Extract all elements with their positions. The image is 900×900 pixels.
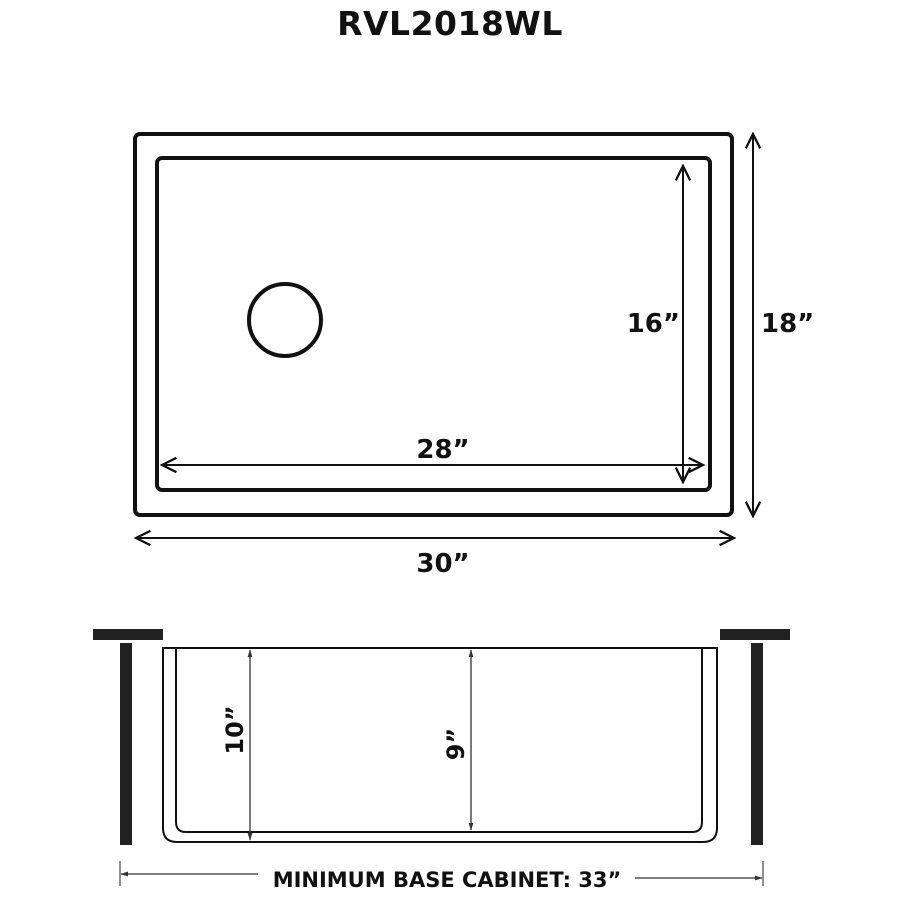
- outer-rim: [133, 132, 734, 517]
- model-title: RVL2018WL: [337, 4, 563, 43]
- top-view: 16” 18” 28” 30”: [133, 132, 814, 579]
- sink-inner-profile: [175, 648, 703, 833]
- cabinet-wall-right: [751, 643, 763, 845]
- outer-width-label: 30”: [416, 549, 469, 579]
- side-view: 10” 9” MINIMUM BASE CABINET: 33”: [93, 629, 790, 892]
- drain-circle: [247, 282, 323, 358]
- inner-depth-label: 9”: [442, 728, 470, 760]
- min-cabinet-label: MINIMUM BASE CABINET: 33”: [273, 868, 622, 892]
- outer-depth-label: 10”: [221, 705, 249, 754]
- inner-width-label: 28”: [416, 435, 469, 465]
- cabinet-wall-left: [120, 643, 132, 845]
- countertop-right: [720, 629, 790, 640]
- countertop-left: [93, 629, 163, 640]
- inner-basin: [155, 156, 712, 492]
- sink-outer-profile: [162, 647, 718, 843]
- inner-height-label: 16”: [627, 309, 680, 339]
- outer-height-label: 18”: [761, 309, 814, 339]
